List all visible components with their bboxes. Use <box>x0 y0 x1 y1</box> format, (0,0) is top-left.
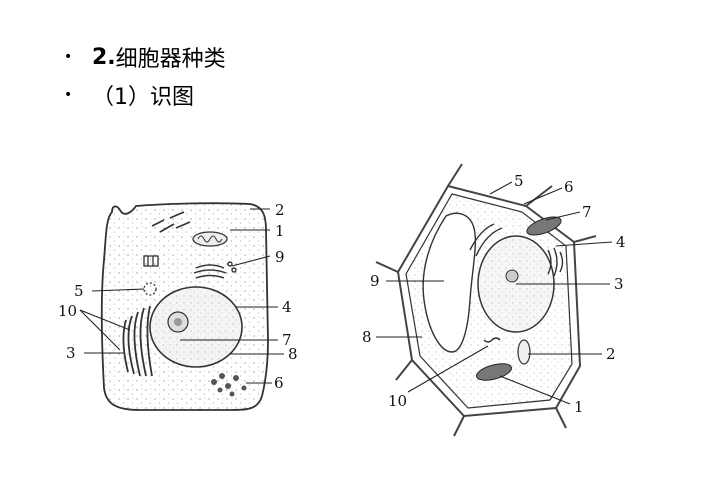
golgi-apparatus-icon <box>193 261 237 279</box>
bullet-dot: • <box>64 87 73 103</box>
neighbor-cell-walls <box>375 163 597 437</box>
animal-label-9: 9 <box>275 248 285 266</box>
vacuole-icon <box>422 212 477 353</box>
slide-bullets: • 2. 细胞器种类 • （1）识图 <box>64 38 226 114</box>
plant-label-4: 4 <box>616 233 626 251</box>
vesicles-icon <box>211 373 247 397</box>
animal-label-4: 4 <box>282 298 292 316</box>
plant-er-icon <box>469 223 503 343</box>
animal-cell-labels: 2 1 9 5 10 3 4 7 8 6 <box>58 201 298 392</box>
centriole-icon <box>143 255 159 296</box>
plant-label-5: 5 <box>514 172 524 190</box>
animal-label-2: 2 <box>275 201 285 219</box>
plant-label-8: 8 <box>362 328 372 346</box>
animal-label-8: 8 <box>288 345 298 363</box>
plant-leader-lines <box>376 181 613 405</box>
chloroplast-icon <box>476 216 562 381</box>
plant-label-9: 9 <box>370 272 380 290</box>
plant-golgi-icon <box>547 247 564 277</box>
bullet-text: （1）识图 <box>92 85 194 110</box>
animal-cell-diagram: 2 1 9 5 10 3 4 7 8 6 <box>58 201 298 411</box>
plant-mitochondrion-icon <box>517 339 531 365</box>
plant-cell-diagram: 5 6 7 4 9 3 8 2 10 1 <box>362 163 626 437</box>
animal-label-10: 10 <box>58 302 77 320</box>
bullet-prefix: 2. <box>92 44 116 70</box>
plant-label-3: 3 <box>614 275 624 293</box>
plant-label-6: 6 <box>564 178 574 196</box>
animal-label-3: 3 <box>66 344 76 362</box>
animal-label-6: 6 <box>274 374 284 392</box>
ribosome-rods-icon <box>151 211 191 233</box>
bullet-text: 细胞器种类 <box>115 47 226 72</box>
mitochondrion-icon <box>192 231 228 247</box>
plant-label-7: 7 <box>582 203 592 221</box>
animal-label-7: 7 <box>282 331 292 349</box>
plant-label-1: 1 <box>574 398 584 416</box>
plant-cell-labels: 5 6 7 4 9 3 8 2 10 1 <box>362 172 626 416</box>
animal-label-5: 5 <box>74 282 84 300</box>
bullet-item-2: • （1）识图 <box>64 76 226 114</box>
endoplasmic-reticulum-icon <box>122 305 153 377</box>
plant-label-2: 2 <box>606 345 616 363</box>
animal-label-1: 1 <box>275 222 285 240</box>
plant-label-10: 10 <box>388 392 407 410</box>
bullet-item-1: • 2. 细胞器种类 <box>64 38 226 76</box>
animal-leader-lines <box>79 208 284 384</box>
bullet-dot: • <box>64 49 73 65</box>
